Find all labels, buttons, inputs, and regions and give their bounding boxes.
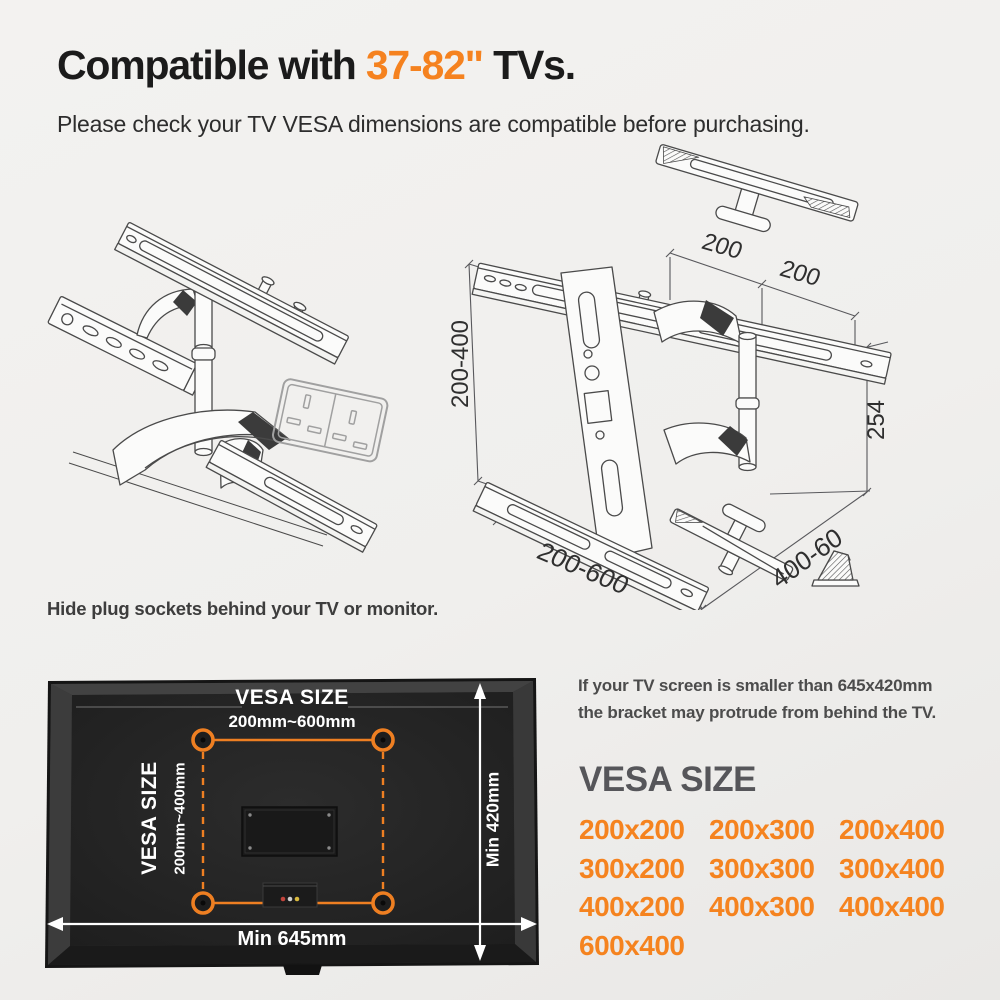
vesa-size-item: 300x200 (579, 852, 685, 884)
dim-label-200-400: 200-400 (447, 319, 474, 409)
protrude-note-line1: If your TV screen is smaller than 645x42… (578, 676, 933, 695)
vesa-size-item: 200x200 (579, 814, 685, 845)
page-subtitle: Please check your TV VESA dimensions are… (57, 111, 810, 137)
protrude-note-line2: the bracket may protrude from behind the… (578, 703, 937, 722)
title-suffix: TVs. (482, 42, 576, 88)
vesa-size-item: 400x400 (839, 891, 945, 923)
vesa-size-item: 400x200 (579, 891, 685, 923)
tv-vesa-size-title-left: VESA SIZE (138, 761, 161, 875)
cover-bar-bottom-icon (669, 503, 794, 581)
vesa-size-item: 600x400 (579, 929, 685, 961)
tv-vesa-vertical-range: 200mm~400mm (171, 762, 189, 875)
socket-caption: Hide plug sockets behind your TV or moni… (47, 598, 439, 619)
page-title: Compatible with 37-82" TVs. (57, 42, 576, 89)
tv-back-panel-icon (45, 678, 539, 975)
title-prefix: Compatible with (57, 42, 366, 88)
vesa-size-item: 300x400 (839, 852, 945, 884)
vesa-size-item: 300x300 (709, 852, 815, 884)
tv-mount-side-view-icon (47, 222, 389, 553)
dim-label-254: 254 (863, 399, 890, 441)
tv-min-height-label: Min 420mm (482, 771, 503, 868)
tv-vesa-horizontal-range: 200mm~600mm (228, 712, 356, 731)
title-highlight: 37-82" (365, 42, 484, 88)
tv-mount-annotated-view-icon (464, 144, 892, 610)
vesa-size-item: 400x300 (709, 891, 815, 923)
tv-vesa-size-title: VESA SIZE (235, 686, 349, 709)
cover-bar-icon (655, 144, 859, 233)
uk-socket-icon (271, 378, 389, 463)
wedge-icon (811, 550, 860, 587)
vesa-size-item: 200x400 (839, 814, 945, 845)
tv-min-width-label: Min 645mm (237, 928, 347, 950)
vesa-size-list: 200x200 200x300 200x400 300x200 300x300 … (579, 814, 969, 968)
vesa-size-heading: VESA SIZE (579, 760, 757, 799)
vesa-size-item: 200x300 (709, 814, 815, 845)
